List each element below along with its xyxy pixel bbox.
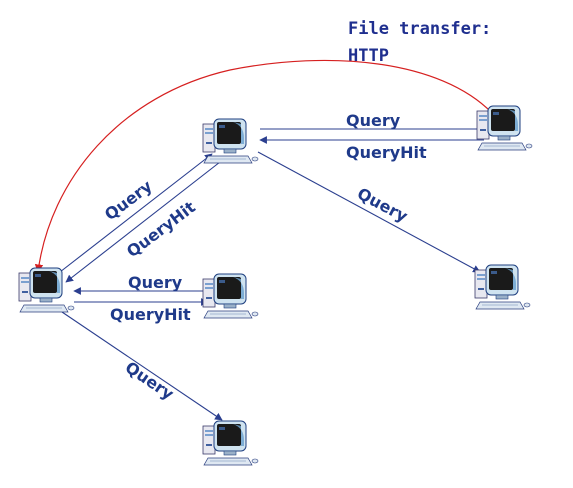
label-query-top: Query — [346, 111, 401, 130]
title-line1: File transfer: — [348, 19, 491, 39]
label-query-left-up: Query — [101, 176, 156, 224]
label-queryhit-top: QueryHit — [346, 143, 427, 162]
edge-query-left-up — [59, 153, 213, 273]
edge-queryhit-left-up — [65, 161, 221, 283]
peer-top-right-computer-icon — [476, 105, 533, 151]
http-transfer-curve — [34, 59, 493, 273]
edge-query-diag-right — [257, 151, 481, 273]
peer-mid-center-computer-icon — [202, 273, 259, 319]
title-line2: HTTP — [348, 46, 389, 66]
peer-bottom-computer-icon — [202, 420, 259, 466]
label-query-down: Query — [122, 358, 178, 404]
peer-top-center-computer-icon — [202, 118, 259, 164]
peer-mid-right-computer-icon — [474, 264, 531, 310]
label-queryhit-mid: QueryHit — [110, 305, 191, 324]
label-query-mid: Query — [128, 273, 183, 292]
edge-query-down — [61, 311, 223, 421]
peer-left-computer-icon — [18, 267, 75, 313]
